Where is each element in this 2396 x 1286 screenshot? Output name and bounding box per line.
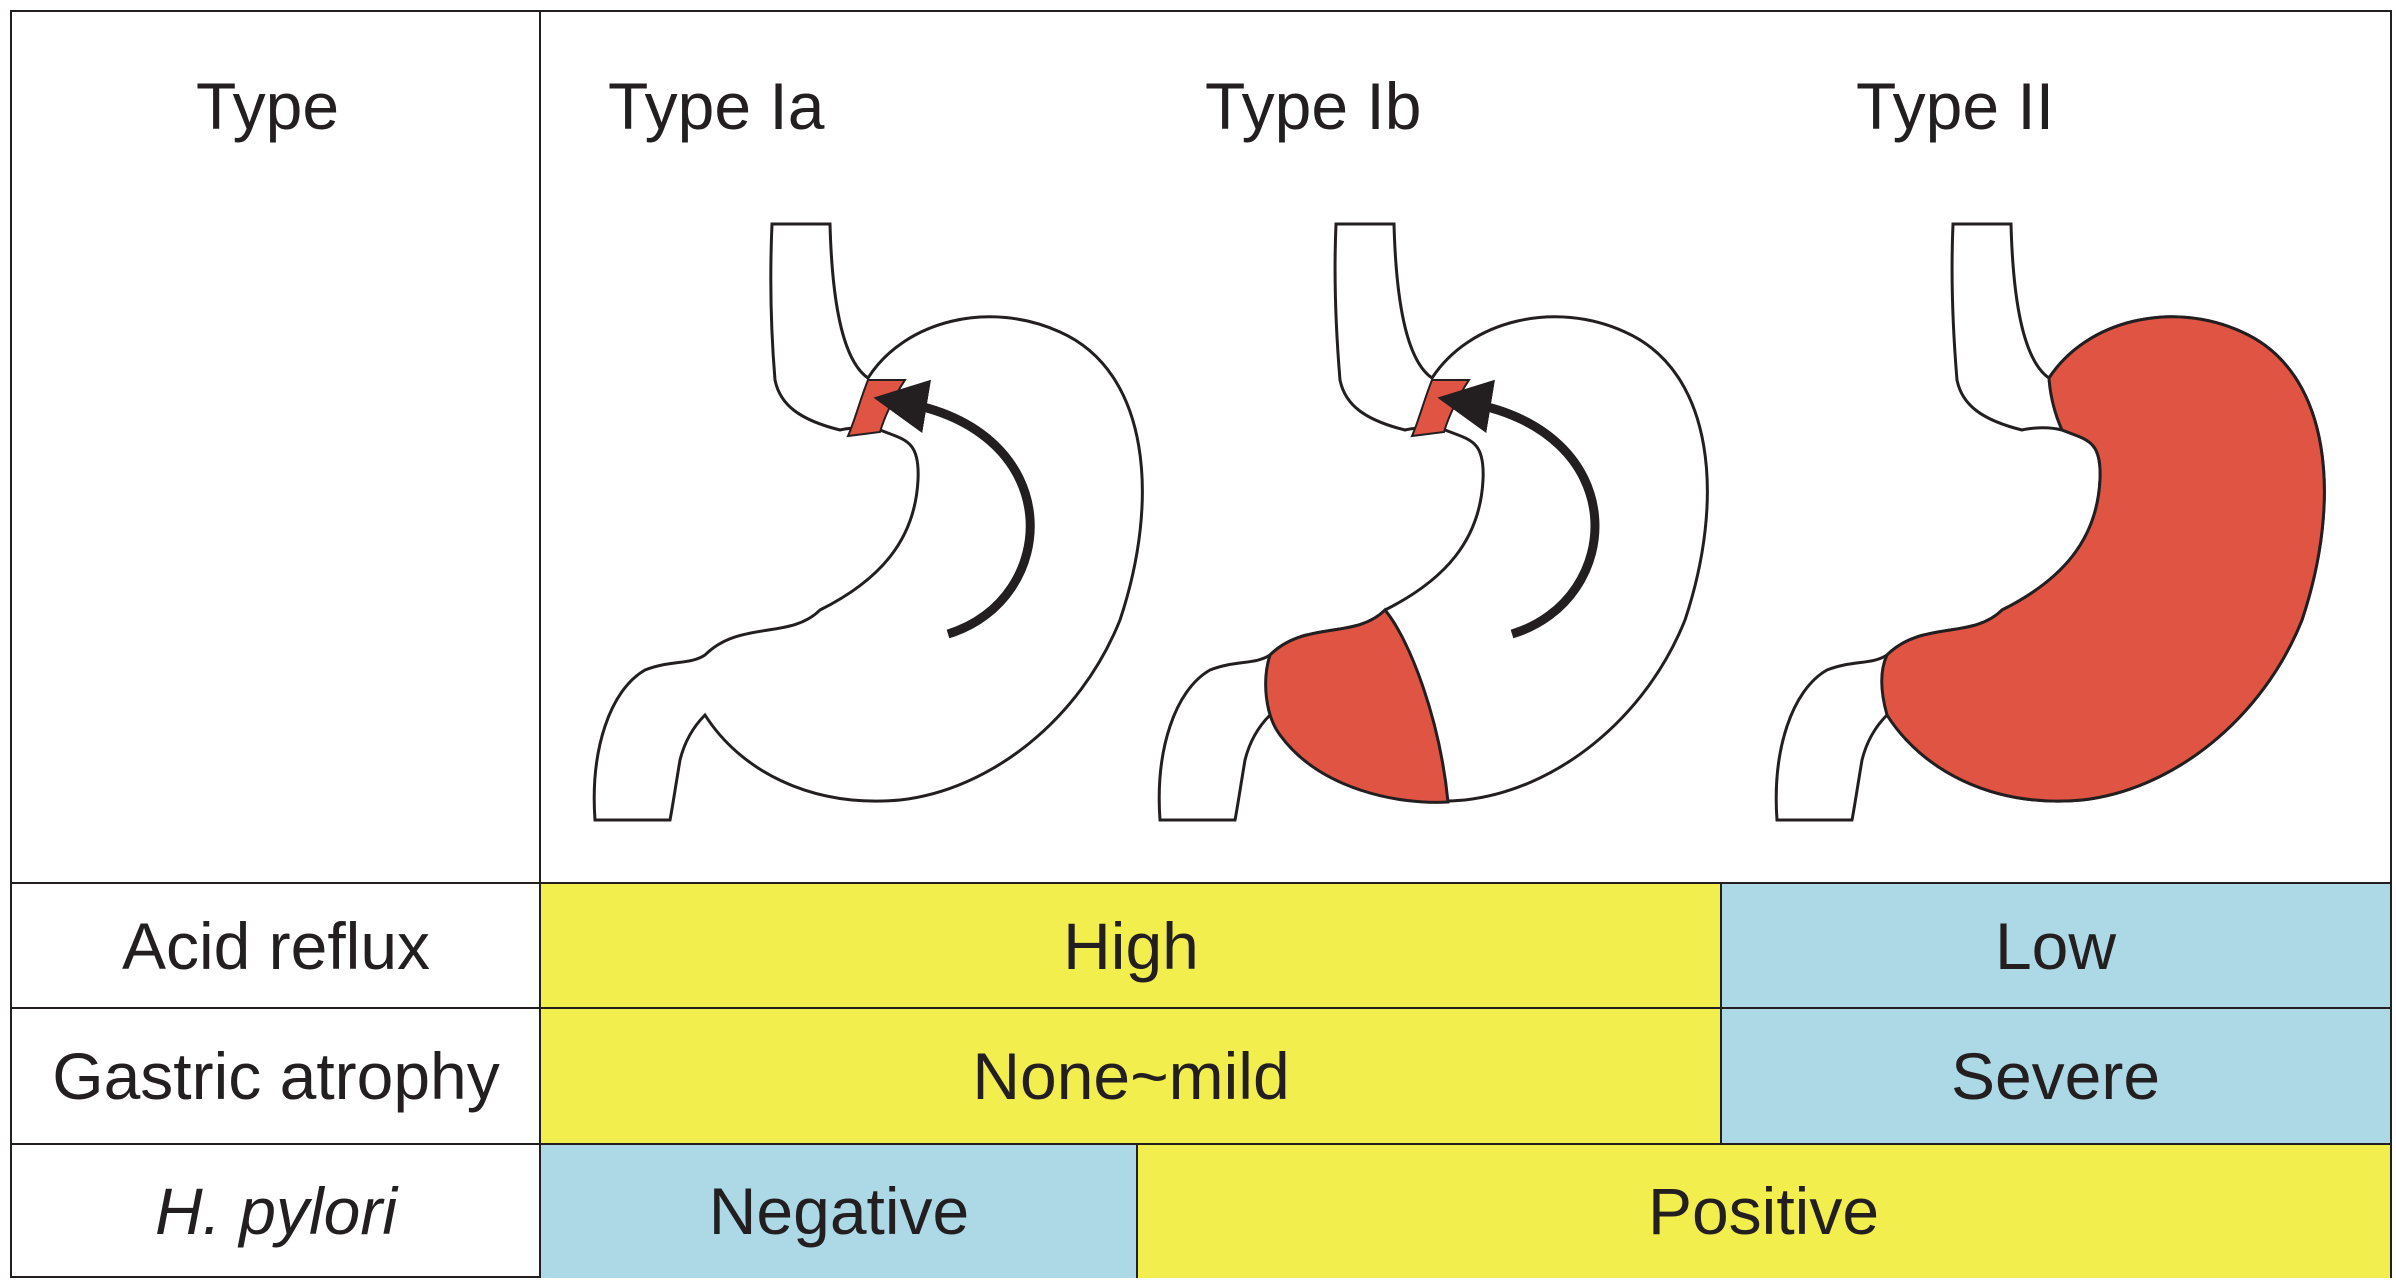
row-label-acid-reflux: Acid reflux (121, 909, 431, 983)
header-row-divider (10, 882, 2392, 884)
row-divider-2 (10, 1143, 2392, 1145)
gastric-atrophy-none-mild-cell: None~mild (541, 1008, 1721, 1144)
corpus-atrophy-ii (1880, 315, 2326, 803)
stomach-type-ib (1157, 222, 1709, 822)
acid-reflux-high-cell: High (541, 884, 1721, 1008)
row-label-gastric-atrophy: Gastric atrophy (52, 1039, 500, 1113)
h-pylori-positive-cell: Positive (1137, 1144, 2390, 1278)
h-pylori-column-divider (1136, 1143, 1138, 1278)
reflux-arrow-ib (1437, 379, 1600, 639)
reflux-arrow-ia (873, 379, 1035, 639)
gastric-atrophy-severe-cell: Severe (1721, 1008, 2390, 1144)
acid-atrophy-column-divider (1720, 882, 1722, 1144)
column-title-type-ii: Type II (1856, 69, 2055, 143)
acid-reflux-low-cell: Low (1721, 884, 2390, 1008)
stomach-type-ii (1774, 222, 2326, 822)
h-pylori-negative-cell: Negative (541, 1144, 1137, 1278)
column-title-type-ia: Type Ia (608, 69, 825, 143)
column-title-type-ib: Type Ib (1205, 69, 1422, 143)
stomach-outline-ia (592, 222, 1144, 822)
label-column-divider (539, 10, 541, 1278)
type-header-label: Type (196, 69, 340, 143)
row-label-h-pylori: H. pylori (154, 1174, 398, 1248)
antral-atrophy-ib (1264, 607, 1450, 804)
stomach-type-ia (592, 222, 1144, 822)
row-divider-1 (10, 1007, 2392, 1009)
